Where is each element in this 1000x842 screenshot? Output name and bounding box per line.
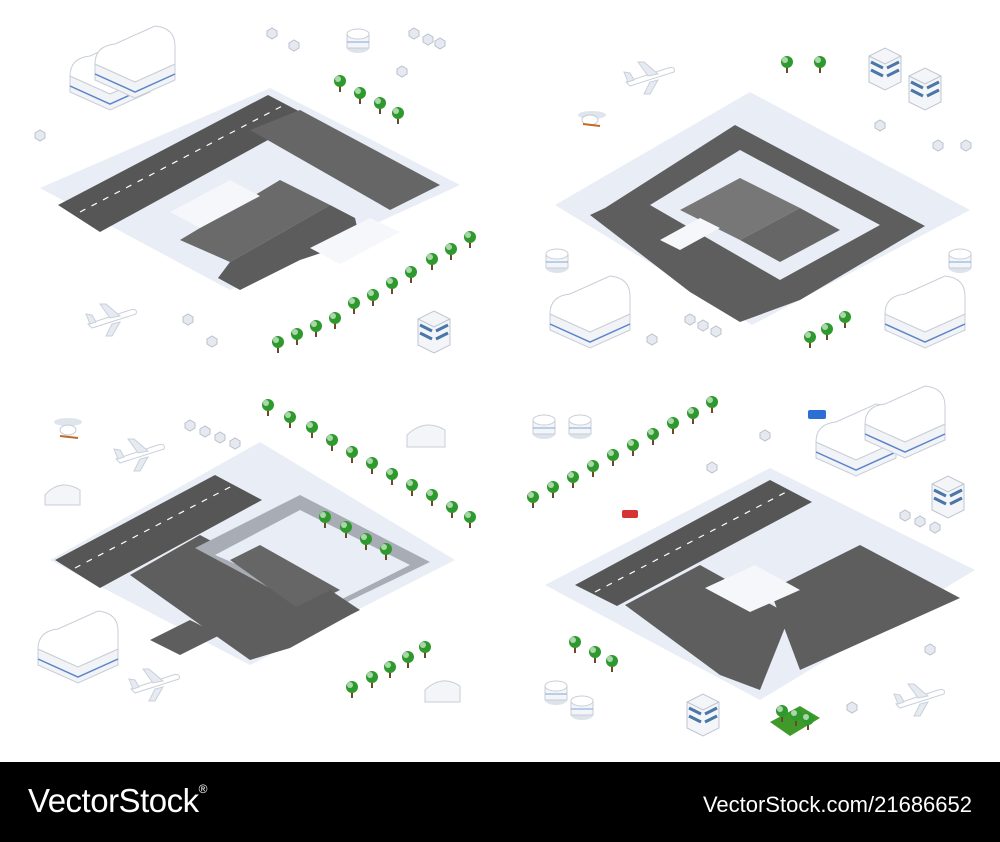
park-4 bbox=[770, 704, 820, 736]
trademark-symbol: ® bbox=[198, 782, 208, 796]
airport-tile-1 bbox=[40, 88, 460, 290]
airport-illustration bbox=[34, 25, 975, 738]
hangar-3 bbox=[37, 610, 119, 684]
stock-id-label: VectorStock.com/21686652 bbox=[702, 792, 972, 817]
tank-1 bbox=[346, 28, 370, 54]
airplane-4 bbox=[893, 683, 945, 717]
vectorstock-logo: VectorStock® bbox=[28, 782, 207, 820]
hangar-4 bbox=[815, 385, 946, 477]
airplane-2 bbox=[623, 61, 675, 95]
helicopter-3 bbox=[54, 418, 82, 439]
bus-4 bbox=[622, 410, 826, 518]
brand-text: VectorStock bbox=[28, 782, 199, 819]
airport-tile-3 bbox=[50, 442, 455, 665]
domes-3 bbox=[44, 424, 461, 703]
airport-tile-2 bbox=[555, 92, 970, 325]
hangar-1 bbox=[69, 25, 176, 111]
airport-tile-4 bbox=[545, 468, 975, 700]
airplane-1 bbox=[85, 303, 137, 337]
watermark-footer: VectorStock® VectorStock.com/21686652 bbox=[0, 762, 1000, 842]
helicopter-2 bbox=[578, 111, 606, 127]
office-2 bbox=[867, 46, 943, 112]
office-1 bbox=[416, 309, 452, 355]
